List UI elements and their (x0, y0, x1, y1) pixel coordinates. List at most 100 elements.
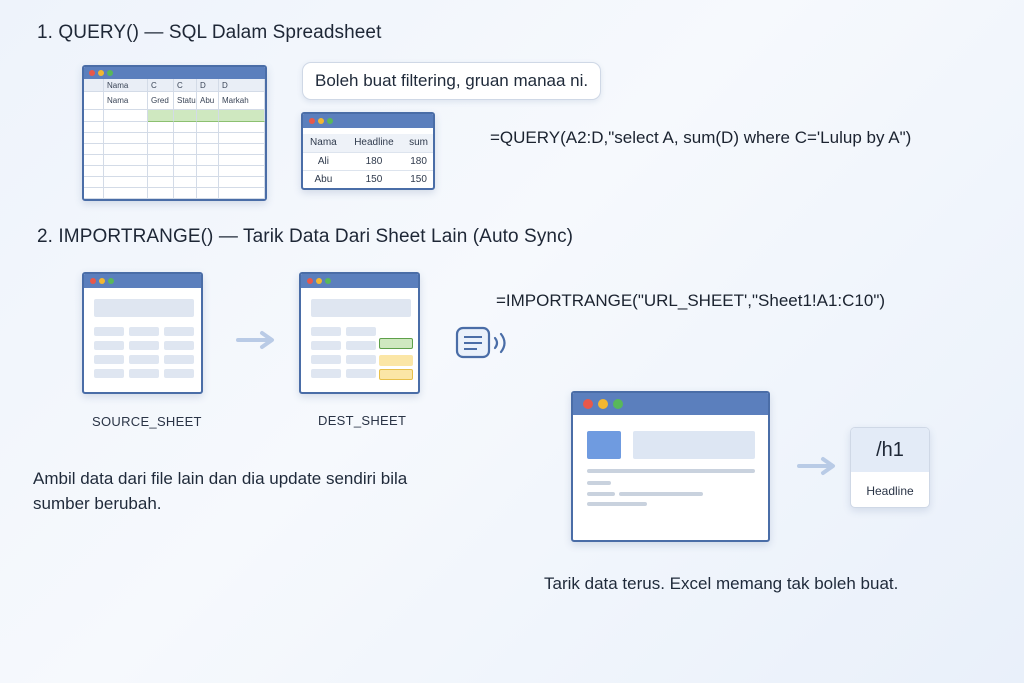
sheet-cell[interactable] (104, 199, 148, 201)
text-line-placeholder (587, 481, 611, 485)
sheet-cell[interactable] (84, 133, 104, 144)
source-sheet-label: SOURCE_SHEET (92, 414, 202, 429)
sheet-cell[interactable] (197, 188, 219, 199)
sheet-cell[interactable] (104, 110, 148, 122)
maximize-dot-icon[interactable] (108, 278, 114, 284)
maximize-dot-icon[interactable] (325, 278, 331, 284)
sheet-cell[interactable] (219, 144, 265, 155)
sheet-cell[interactable] (148, 122, 174, 133)
close-dot-icon[interactable] (89, 70, 95, 76)
sheet-cell[interactable] (84, 92, 104, 110)
sheet-cell[interactable] (148, 177, 174, 188)
sheet-cell[interactable] (104, 166, 148, 177)
minimize-dot-icon[interactable] (598, 399, 608, 409)
sheet-cell[interactable] (104, 133, 148, 144)
sheet-cell[interactable] (197, 155, 219, 166)
sheet-cell[interactable] (219, 110, 265, 122)
maximize-dot-icon[interactable] (107, 70, 113, 76)
sheet-cell[interactable] (84, 188, 104, 199)
minimize-dot-icon[interactable] (99, 278, 105, 284)
importrange-description: Ambil data dari file lain dan dia update… (33, 469, 408, 513)
sheet-cell[interactable] (84, 199, 104, 201)
sheet-cell[interactable] (104, 155, 148, 166)
sheet-cell[interactable] (148, 199, 174, 201)
close-dot-icon[interactable] (583, 399, 593, 409)
sheet-cell[interactable] (174, 177, 197, 188)
arrow-right-icon (797, 457, 835, 475)
sheet-cell[interactable] (174, 110, 197, 122)
sheet-cell[interactable] (197, 166, 219, 177)
minimize-dot-icon[interactable] (316, 278, 322, 284)
spreadsheet-grid[interactable]: NamaCCDDNamaGredStatusAbuMarkah (84, 79, 265, 201)
minimize-dot-icon[interactable] (318, 118, 324, 124)
close-dot-icon[interactable] (90, 278, 96, 284)
data-cell-block (346, 355, 376, 364)
sheet-cell[interactable]: Nama (104, 79, 148, 92)
close-dot-icon[interactable] (309, 118, 315, 124)
sheet-cell[interactable] (148, 166, 174, 177)
tag-subtitle: Headline (866, 483, 914, 498)
sheet-cell[interactable] (174, 122, 197, 133)
sheet-cell[interactable] (174, 166, 197, 177)
importrange-formula: =IMPORTRANGE("URL_SHEET',"Sheet1!A1:C10"… (496, 291, 886, 310)
sheet-cell[interactable] (197, 110, 219, 122)
header-placeholder-block (94, 299, 194, 317)
sheet-cell[interactable] (148, 155, 174, 166)
result-cell: 150 (404, 170, 433, 188)
sheet-cell[interactable] (219, 155, 265, 166)
sheet-cell[interactable] (148, 110, 174, 122)
sheet-cell[interactable] (148, 144, 174, 155)
sheet-cell[interactable] (84, 122, 104, 133)
sheet-cell[interactable] (104, 188, 148, 199)
sheet-cell[interactable] (219, 133, 265, 144)
sheet-cell[interactable] (148, 133, 174, 144)
sheet-cell[interactable] (197, 177, 219, 188)
sheet-cell[interactable] (174, 155, 197, 166)
source-sheet-window (82, 272, 203, 394)
sheet-cell[interactable] (197, 122, 219, 133)
sheet-cell[interactable] (197, 133, 219, 144)
sheet-cell[interactable] (84, 155, 104, 166)
sheet-cell[interactable]: C (148, 79, 174, 92)
sheet-cell[interactable] (197, 199, 219, 201)
sheet-cell[interactable]: D (219, 79, 265, 92)
sheet-cell[interactable] (174, 199, 197, 201)
sheet-cell[interactable]: Nama (104, 92, 148, 110)
maximize-dot-icon[interactable] (613, 399, 623, 409)
sheet-cell[interactable] (219, 177, 265, 188)
sheet-cell[interactable] (174, 188, 197, 199)
sheet-cell[interactable] (84, 177, 104, 188)
sheet-cell[interactable] (174, 133, 197, 144)
sheet-cell[interactable] (219, 188, 265, 199)
sheet-cell[interactable] (84, 110, 104, 122)
close-dot-icon[interactable] (307, 278, 313, 284)
data-cell-block (94, 327, 124, 336)
sheet-cell[interactable] (174, 144, 197, 155)
sheet-cell[interactable] (84, 144, 104, 155)
minimize-dot-icon[interactable] (98, 70, 104, 76)
sheet-cell[interactable] (219, 122, 265, 133)
sheet-cell[interactable]: Status (174, 92, 197, 110)
sheet-cell[interactable] (84, 166, 104, 177)
sheet-cell[interactable] (104, 177, 148, 188)
sheet-cell[interactable] (197, 144, 219, 155)
query-source-sheet-window: NamaCCDDNamaGredStatusAbuMarkah (82, 65, 267, 201)
sheet-cell[interactable] (148, 188, 174, 199)
sheet-cell[interactable]: Markah (219, 92, 265, 110)
sheet-cell[interactable]: D (197, 79, 219, 92)
sheet-cell[interactable] (84, 79, 104, 92)
sheet-cell[interactable] (104, 122, 148, 133)
maximize-dot-icon[interactable] (327, 118, 333, 124)
sync-document-icon (455, 326, 506, 359)
sheet-cell[interactable] (219, 199, 265, 201)
data-cell-block (164, 355, 194, 364)
sheet-cell[interactable]: Gred (148, 92, 174, 110)
sheet-cell[interactable]: C (174, 79, 197, 92)
data-cell-block (346, 341, 376, 350)
sheet-cell[interactable]: Abu (197, 92, 219, 110)
h1-tag-card: /h1 Headline (850, 427, 930, 508)
sheet-cell[interactable] (104, 144, 148, 155)
text-line-placeholder (587, 469, 755, 473)
sheet-cell[interactable] (219, 166, 265, 177)
data-cell-block (164, 369, 194, 378)
